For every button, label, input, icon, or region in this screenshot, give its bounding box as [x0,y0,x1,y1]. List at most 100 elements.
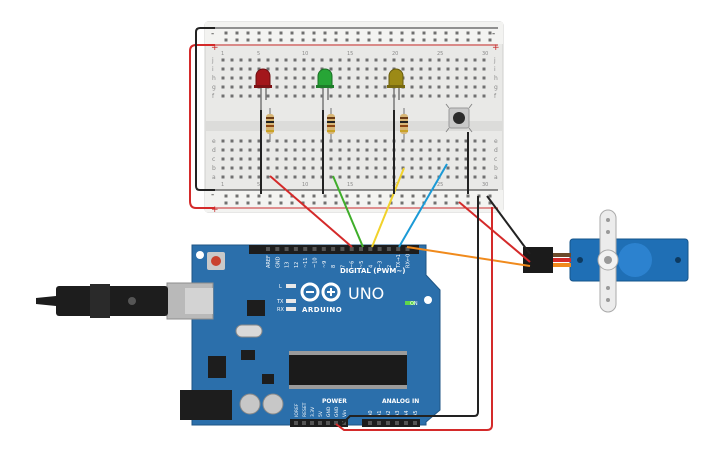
rail-plus-label-bottom: + [211,205,219,215]
rail-hole [411,38,415,42]
breadboard-hole [302,166,306,170]
row-letter-label: c [494,156,497,163]
rail-hole [466,31,470,35]
breadboard-hole [356,94,360,98]
digital-pin-label: 4 [368,265,374,268]
breadboard-hole [266,94,270,98]
breadboard-hole [257,166,261,170]
breadboard-hole [383,85,387,89]
rail-hole [235,194,239,198]
board-model-label: UNO [348,284,384,303]
rail-hole [433,31,437,35]
breadboard-hole [230,166,234,170]
column-number-label: 30 [482,51,488,57]
breadboard-hole [464,67,468,71]
rail-hole [433,194,437,198]
breadboard-hole [284,148,288,152]
header-pin [310,421,314,425]
power-pin-label: Vin [342,410,348,417]
breadboard-hole [239,175,243,179]
header-pin [377,421,381,425]
breadboard-hole [455,67,459,71]
rail-hole [312,38,316,42]
breadboard-hole [356,157,360,161]
rail-plus-label-top-right: + [492,43,500,53]
rail-plus-label-top: + [211,43,219,53]
breadboard-hole [383,76,387,80]
wire-red-servo [458,201,531,263]
breadboard-hole [374,166,378,170]
rail-hole [444,31,448,35]
rail-hole [356,194,360,198]
breadboard-hole [374,139,378,143]
breadboard-hole [275,67,279,71]
rail-hole [257,201,261,205]
breadboard-hole [446,175,450,179]
row-letter-label: d [212,147,216,154]
breadboard-hole [356,85,360,89]
rail-hole [290,31,294,35]
header-pin [359,247,363,251]
row-letter-label: d [494,147,498,154]
rail-hole [378,38,382,42]
breadboard-hole [266,157,270,161]
rail-hole [224,194,228,198]
breadboard-hole [293,157,297,161]
breadboard-hole [302,157,306,161]
breadboard-hole [329,157,333,161]
breadboard-hole [428,175,432,179]
breadboard-hole [419,94,423,98]
rail-hole [466,201,470,205]
breadboard-hole [248,139,252,143]
breadboard-hole [419,148,423,152]
power-pin-label: 3.3V [310,406,316,417]
breadboard-hole [473,157,477,161]
breadboard-hole [410,76,414,80]
breadboard-hole [311,166,315,170]
breadboard-hole [329,166,333,170]
tx-label: TX [276,299,284,305]
breadboard-hole [464,76,468,80]
breadboard-hole [356,67,360,71]
breadboard-hole [257,148,261,152]
breadboard-hole [482,76,486,80]
breadboard-hole [482,58,486,62]
breadboard-hole [428,94,432,98]
rail-hole [345,201,349,205]
breadboard-hole [338,94,342,98]
breadboard-hole [338,175,342,179]
breadboard-hole [302,67,306,71]
column-number-label: 20 [392,182,398,188]
rail-hole [268,31,272,35]
resistor-2 [327,108,335,142]
rail-hole [422,194,426,198]
rail-hole [378,31,382,35]
breadboard-hole [302,175,306,179]
header-pin [349,247,354,251]
breadboard-hole [356,175,360,179]
wire-green-led [332,175,364,248]
rail-hole [246,31,250,35]
breadboard-hole [482,148,486,152]
breadboard-hole [401,148,405,152]
breadboard-hole [275,139,279,143]
breadboard-hole [401,94,405,98]
power-pin-label: RESET [302,402,308,417]
breadboard-hole [437,85,441,89]
breadboard-hole [311,157,315,161]
rail-hole [345,31,349,35]
breadboard-hole [365,148,369,152]
breadboard-hole [473,166,477,170]
breadboard-hole [275,94,279,98]
breadboard-hole [383,166,387,170]
breadboard-hole [374,175,378,179]
rail-hole [389,201,393,205]
column-number-label: 10 [302,182,308,188]
row-letter-label: g [212,84,216,91]
breadboard-hole [446,157,450,161]
column-number-label: 15 [347,182,353,188]
row-letter-label: j [493,57,496,64]
rail-hole [367,38,371,42]
breadboard-hole [464,85,468,89]
